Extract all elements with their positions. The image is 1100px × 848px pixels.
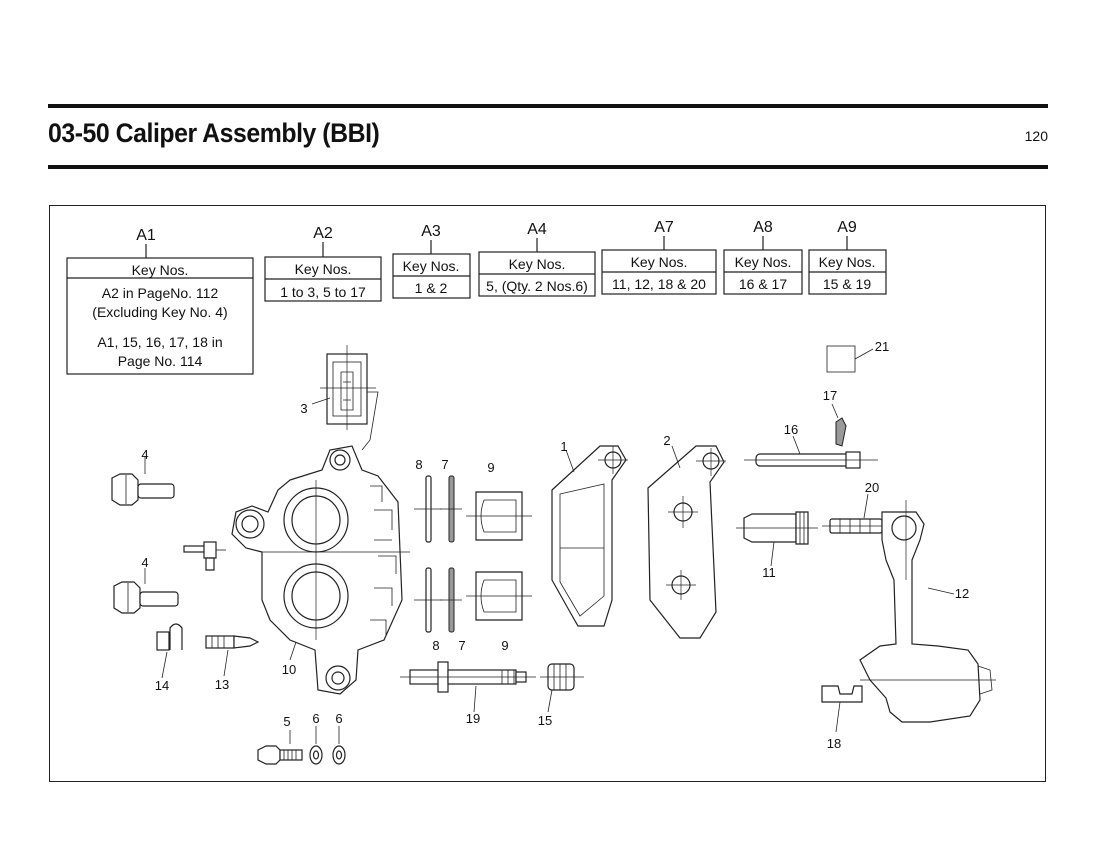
callout-9-lower: 9 bbox=[501, 638, 508, 653]
callout-2: 2 bbox=[663, 433, 670, 448]
part-10-caliper-body bbox=[231, 445, 410, 695]
kit-group-a1-line-2: (Excluding Key No. 4) bbox=[92, 304, 227, 320]
kit-group-a7-line-1: 11, 12, 18 & 20 bbox=[612, 276, 706, 292]
kit-group-a1-id: A1 bbox=[136, 227, 156, 244]
callout-6-a: 6 bbox=[312, 711, 319, 726]
kit-group-a3-header: Key Nos. bbox=[403, 258, 460, 274]
kit-group-a4-id: A4 bbox=[527, 221, 547, 238]
part-19-guide-pin bbox=[400, 661, 536, 713]
callout-16: 16 bbox=[784, 422, 798, 437]
part-12-bracket bbox=[859, 500, 996, 723]
kit-group-a1-line-4: Page No. 114 bbox=[118, 353, 203, 369]
bottom-rule bbox=[48, 165, 1048, 169]
callout-6-b: 6 bbox=[335, 711, 342, 726]
kit-group-a9: A9 Key Nos. 15 & 19 bbox=[808, 219, 887, 295]
kit-group-a7: A7 Key Nos. 11, 12, 18 & 20 bbox=[601, 219, 717, 295]
kit-group-a7-header: Key Nos. bbox=[631, 254, 688, 270]
callout-15: 15 bbox=[538, 713, 552, 728]
callout-7-lower: 7 bbox=[458, 638, 465, 653]
callout-3: 3 bbox=[300, 401, 307, 416]
part-7-seal-lower bbox=[440, 567, 462, 633]
diagram-frame bbox=[49, 205, 1046, 782]
kit-group-a9-line-1: 15 & 19 bbox=[823, 276, 871, 292]
part-6-washer-b bbox=[332, 726, 346, 765]
kit-group-a2-id: A2 bbox=[313, 225, 333, 242]
callout-8-upper: 8 bbox=[415, 457, 422, 472]
callout-12: 12 bbox=[955, 586, 969, 601]
part-15-boot bbox=[540, 663, 584, 713]
part-11-bushing bbox=[736, 511, 818, 567]
part-8-seal-lower bbox=[414, 567, 442, 633]
kit-group-a7-id: A7 bbox=[654, 219, 674, 236]
callout-14: 14 bbox=[155, 678, 169, 693]
kit-group-a3: A3 Key Nos. 1 & 2 bbox=[392, 223, 471, 299]
part-6-washer-a bbox=[309, 726, 323, 765]
part-9-piston-lower bbox=[466, 571, 532, 621]
callout-4-upper: 4 bbox=[141, 447, 148, 462]
part-17-clip bbox=[831, 403, 847, 447]
part-3-pad-spring bbox=[311, 345, 379, 451]
part-14-cap bbox=[156, 623, 183, 679]
callout-5: 5 bbox=[283, 714, 290, 729]
callout-17: 17 bbox=[823, 388, 837, 403]
callout-9-upper: 9 bbox=[487, 460, 494, 475]
kit-group-a4: A4 Key Nos. 5, (Qty. 2 Nos.6) bbox=[478, 221, 596, 297]
callout-18: 18 bbox=[827, 736, 841, 751]
callout-1: 1 bbox=[560, 439, 567, 454]
kit-group-a1-line-3: A1, 15, 16, 17, 18 in bbox=[97, 334, 222, 350]
kit-group-a2-header: Key Nos. bbox=[295, 261, 352, 277]
callout-4-lower: 4 bbox=[141, 555, 148, 570]
part-2-pad-shim bbox=[647, 445, 726, 639]
kit-group-a1-header: Key Nos. bbox=[132, 262, 189, 278]
part-7-seal-upper bbox=[440, 475, 462, 543]
kit-group-a8-id: A8 bbox=[753, 219, 773, 236]
top-rule bbox=[48, 104, 1048, 108]
callout-11: 11 bbox=[762, 565, 776, 580]
part-9-piston-upper bbox=[466, 491, 532, 541]
part-16-pin bbox=[744, 435, 878, 469]
kit-group-a9-header: Key Nos. bbox=[819, 254, 876, 270]
callout-labels: 1 2 3 4 4 5 6 6 7 7 8 8 9 9 10 11 12 13 … bbox=[141, 339, 969, 751]
part-20-slide-pin bbox=[822, 493, 892, 534]
part-1-brake-pad bbox=[551, 445, 628, 627]
kit-group-a8: A8 Key Nos. 16 & 17 bbox=[723, 219, 803, 295]
part-4-bolt-lower bbox=[113, 568, 179, 614]
kit-group-a9-id: A9 bbox=[837, 219, 857, 236]
kit-group-a2-line-1: 1 to 3, 5 to 17 bbox=[280, 284, 366, 300]
part-bleeder-screw bbox=[183, 541, 226, 571]
callout-8-lower: 8 bbox=[432, 638, 439, 653]
kit-group-a1: A1 Key Nos. A2 in PageNo. 112 (Excluding… bbox=[66, 227, 254, 375]
page-number: 120 bbox=[1024, 128, 1048, 144]
callout-13: 13 bbox=[215, 677, 229, 692]
kit-group-a1-line-1: A2 in PageNo. 112 bbox=[102, 285, 219, 301]
page-title: 03-50 Caliper Assembly (BBI) bbox=[48, 118, 380, 148]
part-4-bolt-upper bbox=[111, 456, 175, 506]
kit-group-a8-header: Key Nos. bbox=[735, 254, 792, 270]
kit-group-a3-line-1: 1 & 2 bbox=[415, 280, 448, 296]
part-18-boot bbox=[821, 685, 863, 733]
kit-group-a4-header: Key Nos. bbox=[509, 256, 566, 272]
kit-group-a3-id: A3 bbox=[421, 223, 441, 240]
kit-group-a2: A2 Key Nos. 1 to 3, 5 to 17 bbox=[264, 225, 382, 302]
callout-21: 21 bbox=[875, 339, 889, 354]
callout-10: 10 bbox=[282, 662, 296, 677]
part-21-box bbox=[826, 345, 874, 373]
kit-group-a4-line-1: 5, (Qty. 2 Nos.6) bbox=[486, 278, 588, 294]
part-8-seal-upper bbox=[414, 475, 442, 543]
callout-20: 20 bbox=[865, 480, 879, 495]
callout-19: 19 bbox=[466, 711, 480, 726]
part-5-pin bbox=[257, 730, 303, 765]
kit-group-a8-line-1: 16 & 17 bbox=[739, 276, 787, 292]
part-13-bleeder-valve bbox=[205, 635, 260, 677]
callout-7-upper: 7 bbox=[441, 457, 448, 472]
